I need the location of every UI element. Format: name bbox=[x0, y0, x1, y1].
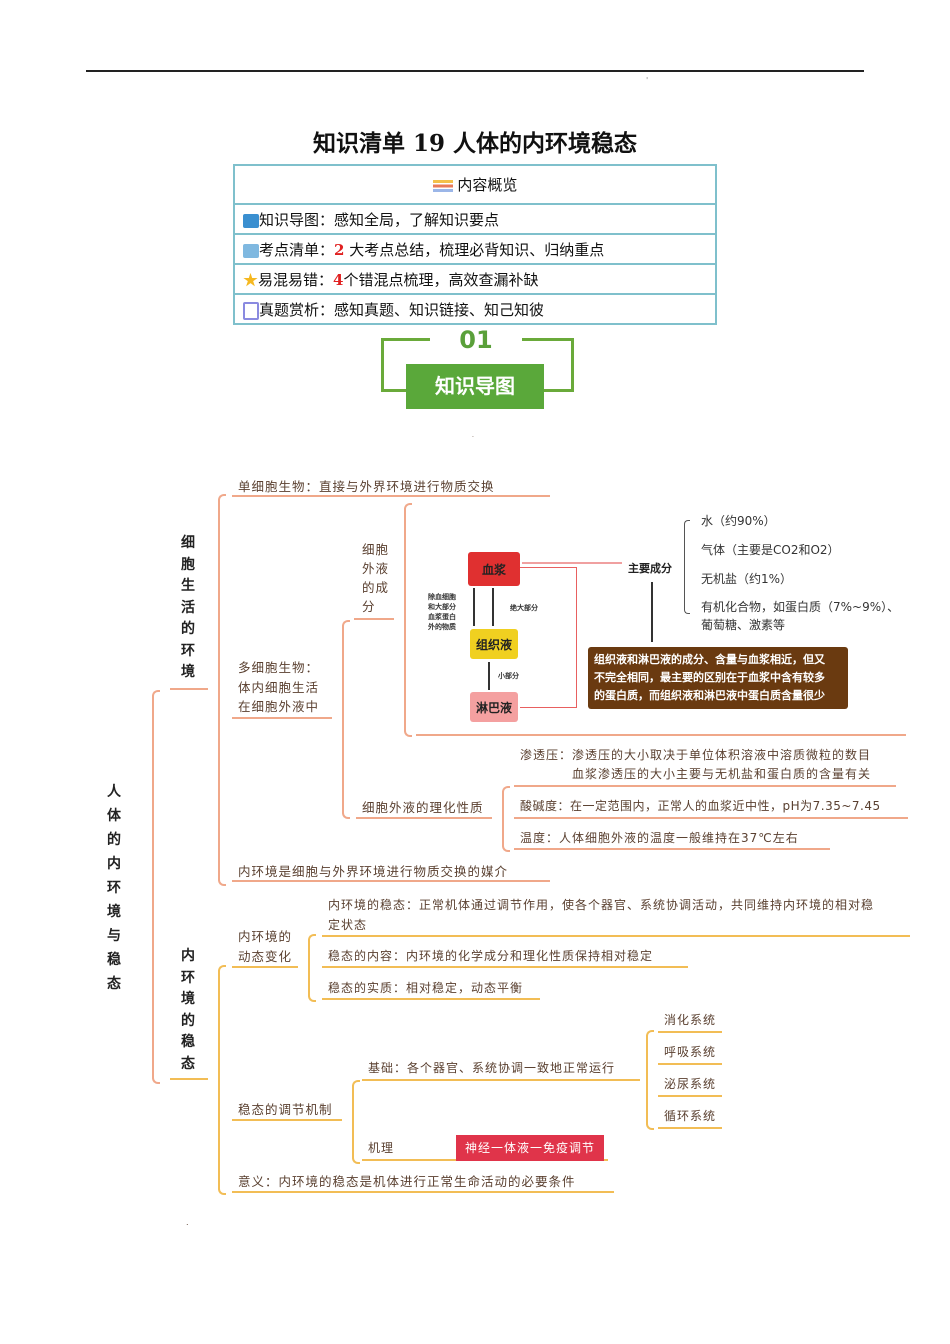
homeostasis-essence: 稳态的实质：相对稳定，动态平衡 bbox=[328, 981, 524, 995]
system-respiratory: 呼吸系统 bbox=[664, 1045, 717, 1059]
underline bbox=[322, 998, 540, 1000]
bracket bbox=[352, 1080, 360, 1164]
bracket bbox=[342, 620, 350, 819]
bracket bbox=[502, 786, 510, 852]
underline bbox=[658, 1031, 722, 1033]
page-title: 知识清单 19 人体的内环境稳态 bbox=[312, 130, 638, 157]
bracket bbox=[218, 494, 226, 886]
underline bbox=[356, 817, 492, 819]
lymph-return-line bbox=[520, 567, 577, 708]
underline bbox=[322, 966, 688, 968]
underline bbox=[354, 618, 394, 620]
underline bbox=[514, 785, 896, 787]
system-urinary: 泌尿系统 bbox=[664, 1077, 717, 1091]
dynamic-change-node: 内环境的动态变化 bbox=[238, 929, 293, 964]
underline bbox=[514, 817, 908, 819]
underline bbox=[658, 1095, 722, 1097]
medium-node: 内环境是细胞与外界环境进行物质交换的媒介 bbox=[238, 864, 509, 879]
ecf-properties-node: 细胞外液的理化性质 bbox=[362, 800, 484, 815]
homeostasis-content: 稳态的内容：内环境的化学成分和理化性质保持相对稳定 bbox=[328, 949, 654, 963]
header-rule bbox=[86, 70, 864, 72]
underline bbox=[232, 1191, 614, 1193]
osmotic-pressure-2: 血浆渗透压的大小主要与无机盐和蛋白质的含量有关 bbox=[572, 767, 872, 781]
underline bbox=[416, 734, 906, 736]
component-water: 水（约90%） bbox=[701, 514, 776, 528]
map-icon bbox=[243, 213, 259, 228]
ecf-composition-node: 细胞外液的成分 bbox=[362, 542, 390, 614]
section-number-bg bbox=[430, 328, 522, 358]
underline bbox=[514, 848, 830, 850]
underline bbox=[232, 495, 550, 497]
bracket bbox=[218, 965, 226, 1195]
system-circulatory: 循环系统 bbox=[664, 1109, 717, 1123]
basis-node: 基础：各个器官、系统协调一致地正常运行 bbox=[368, 1061, 616, 1075]
bracket bbox=[404, 503, 412, 737]
root-node: 人体的内环境与稳态 bbox=[107, 784, 121, 992]
neuro-humoral-immune-badge: 神经一体液一免疫调节 bbox=[456, 1135, 604, 1161]
down-arrow-label: 绝大部分 bbox=[510, 604, 538, 612]
lymph-box: 淋巴液 bbox=[470, 692, 518, 722]
small-part-label: 小部分 bbox=[498, 672, 519, 680]
star-icon: ★ bbox=[243, 270, 259, 289]
significance-node: 意义：内环境的稳态是机体进行正常生命活动的必要条件 bbox=[238, 1174, 576, 1189]
comparison-note: 组织液和淋巴液的成分、含量与血浆相近，但又不完全相同，最主要的区别在于血浆中含有… bbox=[588, 647, 848, 709]
underline bbox=[232, 717, 332, 719]
multi-cell-node: 多细胞生物：体内细胞生活在细胞外液中 bbox=[238, 660, 320, 714]
component-salt: 无机盐（约1%） bbox=[701, 572, 793, 586]
underline bbox=[362, 1079, 640, 1081]
regulation-mechanism-node: 稳态的调节机制 bbox=[238, 1102, 333, 1117]
mechanism-label: 机理 bbox=[368, 1141, 395, 1155]
list-icon bbox=[432, 180, 453, 192]
underline bbox=[170, 1078, 208, 1080]
footer-mark: . bbox=[186, 1218, 189, 1227]
section-number: 01 bbox=[459, 326, 493, 354]
system-digestive: 消化系统 bbox=[664, 1013, 717, 1027]
osmotic-pressure: 渗透压：渗透压的大小取决于单位体积溶液中溶质微粒的数目 bbox=[520, 748, 872, 762]
underline bbox=[322, 935, 910, 937]
underline bbox=[232, 880, 550, 882]
single-cell-node: 单细胞生物：直接与外界环境进行物质交换 bbox=[238, 479, 495, 494]
bracket bbox=[646, 1030, 654, 1130]
root-bracket bbox=[152, 690, 160, 1084]
underline bbox=[232, 966, 298, 968]
component-organic-2: 葡萄糖、激素等 bbox=[701, 618, 786, 632]
arrow-down bbox=[492, 588, 494, 626]
up-arrow-label: 除血细胞和大部分血浆蛋白外的物质 bbox=[428, 593, 456, 631]
overview-table: 内容概览 知识导图：感知全局，了解知识要点 考点清单：2 大考点总结，梳理必背知… bbox=[233, 164, 717, 325]
arrow-up bbox=[473, 588, 475, 626]
component-gas: 气体（主要是CO2和O2） bbox=[701, 543, 840, 557]
tissue-fluid-box: 组织液 bbox=[470, 629, 518, 659]
ph-node: 酸碱度：在一定范围内，正常人的血浆近中性，pH为7.35~7.45 bbox=[520, 799, 881, 813]
bracket bbox=[308, 934, 316, 1002]
header-mark: ' bbox=[646, 76, 649, 85]
branch-homeostasis: 内环境的稳态 bbox=[181, 948, 195, 1072]
overview-row: 考点清单：2 大考点总结，梳理必背知识、归纳重点 bbox=[233, 233, 717, 265]
main-components-label: 主要成分 bbox=[628, 562, 672, 575]
underline bbox=[170, 688, 208, 690]
temperature-node: 温度：人体细胞外液的温度一般维持在37℃左右 bbox=[520, 831, 799, 845]
arrow-down-lymph bbox=[488, 662, 490, 690]
component-organic: 有机化合物，如蛋白质（7%~9%）、 bbox=[701, 600, 900, 614]
underline bbox=[232, 1119, 342, 1121]
section-title: 知识导图 bbox=[406, 364, 544, 409]
overview-heading: 内容概览 bbox=[233, 164, 717, 205]
underline bbox=[658, 1063, 722, 1065]
underline bbox=[658, 1127, 722, 1129]
arrow-to-main bbox=[522, 562, 622, 564]
overview-row: ★易混易错：4个错混点梳理，高效查漏补缺 bbox=[233, 263, 717, 295]
dot: . bbox=[472, 432, 474, 439]
components-bracket bbox=[684, 520, 690, 614]
overview-row: 真题赏析：感知真题、知识链接、知己知彼 bbox=[233, 293, 717, 325]
plasma-box: 血浆 bbox=[468, 552, 520, 586]
book-icon bbox=[243, 243, 259, 258]
arrow-to-note bbox=[651, 582, 653, 642]
branch-cell-environment: 细胞生活的环境 bbox=[181, 535, 195, 680]
check-icon bbox=[243, 301, 259, 320]
overview-row: 知识导图：感知全局，了解知识要点 bbox=[233, 203, 717, 235]
homeostasis-definition: 内环境的稳态：正常机体通过调节作用，使各个器官、系统协调活动，共同维持内环境的相… bbox=[328, 898, 875, 932]
